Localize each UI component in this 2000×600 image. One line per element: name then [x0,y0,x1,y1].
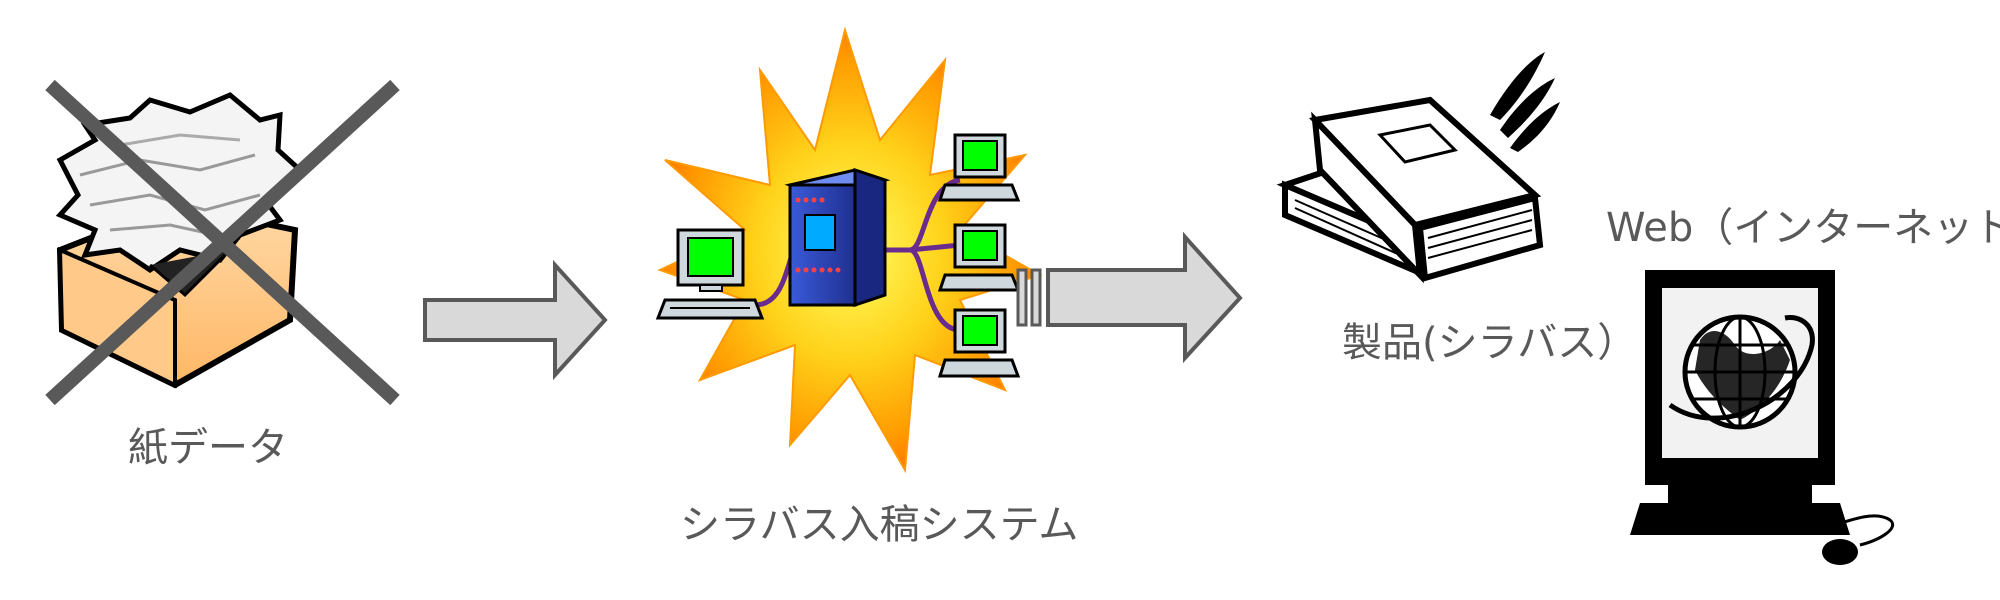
server-icon [784,167,891,308]
computer-icon [937,133,1021,202]
globe-icon [1668,314,1815,430]
product-label: 製品(シラバス） [1342,320,1638,366]
paper-stack-icon [55,92,304,389]
system-label: シラバス入稿システム [680,502,1079,548]
paper-data-label: 紙データ [128,425,288,471]
book-icon [1276,52,1560,284]
computer-icon [937,308,1021,378]
cross-out-icon [45,79,400,406]
arrow-icon [423,259,608,381]
computer-icon [937,223,1021,292]
computer-icon [655,228,765,320]
web-label: Web（インターネット） [1606,205,2000,251]
arrow-icon [1016,231,1243,364]
